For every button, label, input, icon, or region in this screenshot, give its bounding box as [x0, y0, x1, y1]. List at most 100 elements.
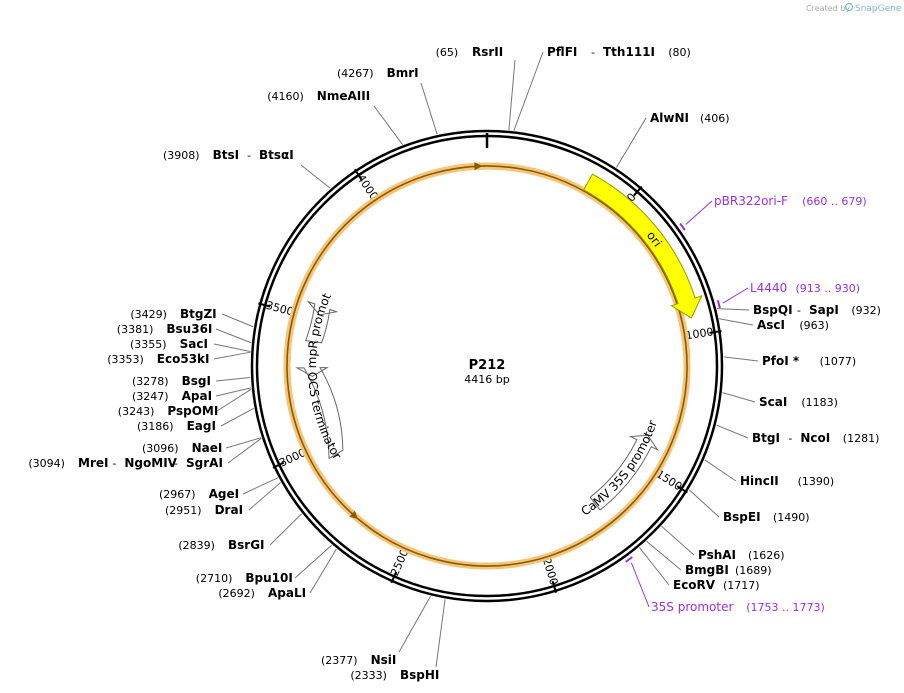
- site-position: (3096): [142, 442, 179, 455]
- site-bsgi[interactable]: (3278)BsgI: [132, 374, 251, 388]
- site-drai[interactable]: (2951)DraI: [165, 482, 281, 517]
- primer-name: 35S promoter: [651, 600, 733, 614]
- primer-l4440[interactable]: L4440(913 .. 930): [716, 281, 860, 309]
- site-name: NcoI: [800, 431, 830, 445]
- site-position: (3247): [132, 390, 169, 403]
- site-name: BspEI: [723, 510, 761, 524]
- primer-marks: pBR322ori-F(660 .. 679) L4440(913 .. 930)…: [625, 194, 867, 614]
- primer-pbr322ori-f[interactable]: pBR322ori-F(660 .. 679): [679, 194, 867, 231]
- orf-halo-3: [305, 162, 483, 278]
- site-name: AlwNI: [650, 111, 689, 125]
- site-leader: [248, 482, 281, 511]
- site-naei[interactable]: (3096)NaeI: [142, 437, 262, 455]
- map-center-label: P212 4416 bp: [464, 358, 509, 386]
- site-position: (2967): [159, 488, 196, 501]
- orf-line-3: [307, 165, 483, 277]
- site-separator: -: [788, 432, 792, 445]
- site-name: ScaI: [759, 395, 787, 409]
- primer-leader: [685, 200, 713, 225]
- site-eco53ki[interactable]: (3353) Eco53kI: [107, 351, 251, 366]
- site-position: (1390): [798, 475, 835, 488]
- site-leader: [213, 351, 251, 360]
- site-bpu10i[interactable]: (2710)Bpu10I: [196, 544, 333, 585]
- site-name: BspQI: [753, 303, 793, 317]
- site-alwni[interactable]: AlwNI(406): [615, 111, 730, 168]
- site-name: Eco53kI: [157, 352, 210, 366]
- feature-shape-ori: [583, 173, 703, 319]
- tick-2500: [390, 571, 398, 584]
- site-ecorv[interactable]: EcoRV(1717): [639, 547, 760, 592]
- site-btsi[interactable]: (3908)BtsI-BtsαI: [163, 148, 331, 189]
- site-hincii[interactable]: HincII(1390): [704, 459, 835, 488]
- site-bsphi[interactable]: (2333)BspHI: [350, 599, 446, 682]
- site-rsrii[interactable]: (65) RsrII: [436, 45, 516, 131]
- orf-arcs: [283, 162, 691, 570]
- backbone: [250, 129, 724, 603]
- site-btgzi[interactable]: (3429)BtgZI: [130, 307, 254, 328]
- site-bsu36i[interactable]: (3381)Bsu36I: [117, 322, 252, 344]
- site-bmri[interactable]: (4267)BmrI: [337, 66, 438, 135]
- site-name: AgeI: [209, 487, 239, 501]
- site-position: (3278): [132, 375, 169, 388]
- site-asci[interactable]: AscI(963): [719, 318, 829, 332]
- tick-1500: [676, 485, 688, 494]
- site-name: BmrI: [387, 66, 419, 80]
- site-separator: -: [174, 457, 178, 470]
- site-name: PflFI: [547, 45, 577, 59]
- site-saci[interactable]: (3355)SacI: [130, 337, 251, 352]
- primer-35s-promoter[interactable]: 35S promoter(1753 .. 1773): [625, 556, 825, 614]
- site-pshai[interactable]: PshAI(1626): [661, 525, 785, 562]
- site-leader: [723, 356, 759, 362]
- site-leader: [716, 308, 750, 311]
- site-name: BtgZI: [180, 307, 217, 321]
- site-position: (3186): [137, 420, 174, 433]
- site-position: (3353): [107, 353, 144, 366]
- tick-4000: [353, 168, 363, 180]
- tick-500: [633, 185, 643, 197]
- site-leader: [398, 595, 431, 653]
- site-name: SacI: [180, 337, 208, 351]
- site-leader: [639, 547, 670, 586]
- site-mrei[interactable]: (3094)MreI-NgoMIV-SgrAI: [28, 437, 262, 470]
- site-name: NmeAIII: [317, 89, 370, 103]
- site-nsii[interactable]: (2377)NsiI: [321, 595, 431, 667]
- site-position: (65): [436, 46, 459, 59]
- site-leader: [716, 424, 749, 439]
- site-name: PspOMI: [167, 404, 218, 418]
- site-agei[interactable]: (2967) AgeI: [159, 477, 279, 501]
- site-leader: [719, 318, 754, 326]
- feature-ori[interactable]: ori: [560, 173, 703, 348]
- site-pfoi[interactable]: PfoI *(1077): [723, 354, 857, 368]
- tick-3500: [258, 302, 271, 308]
- site-position: (4160): [267, 90, 304, 103]
- site-name: BtsI: [213, 148, 240, 162]
- snapgene-credit[interactable]: Created by SnapGene: [806, 2, 902, 15]
- site-bsrgi[interactable]: (2839)BsrGI: [178, 513, 303, 552]
- site-name: Bpu10I: [245, 571, 292, 585]
- site-eagi[interactable]: (3186)EagI: [137, 407, 255, 433]
- site-pspomi[interactable]: (3243) PspOMI: [118, 388, 252, 418]
- site-apai[interactable]: (3247)ApaI: [132, 387, 252, 403]
- site-pflfi[interactable]: PflFI-Tth111I(80): [513, 45, 691, 131]
- site-bspei[interactable]: BspEI(1490): [688, 489, 810, 524]
- site-position: (3243): [118, 405, 155, 418]
- site-position: (1077): [820, 355, 857, 368]
- site-apali[interactable]: (2692)ApaLI: [218, 548, 337, 600]
- feature-camv-35s-promoter[interactable]: CaMV 35S promoter: [577, 413, 660, 521]
- site-leader: [373, 105, 403, 145]
- site-separator: -: [591, 46, 595, 59]
- backbone-outer-strand: [250, 129, 724, 603]
- site-nmeaiii[interactable]: (4160) NmeAIII: [267, 89, 403, 145]
- primer-leader: [630, 562, 650, 608]
- site-name: ApaLI: [268, 586, 306, 600]
- site-separator: -: [247, 149, 251, 162]
- site-bmgbi[interactable]: BmgBI(1689): [646, 540, 772, 577]
- site-scai[interactable]: ScaI(1183): [722, 392, 838, 409]
- site-btgi[interactable]: BtgI-NcoI(1281): [716, 424, 880, 445]
- site-bspqi[interactable]: BspQI-SapI(932): [716, 303, 881, 317]
- site-leader: [309, 548, 337, 594]
- site-leader: [294, 544, 333, 579]
- feature-shape-camv-35s-promoter: [589, 434, 659, 511]
- site-name: RsrII: [472, 45, 503, 59]
